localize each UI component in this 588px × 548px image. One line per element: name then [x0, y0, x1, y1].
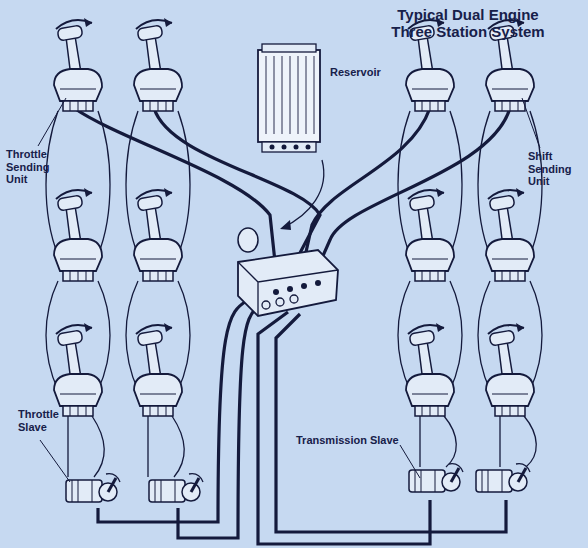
- control-levers: [54, 18, 534, 416]
- part-label: Reservoir: [330, 66, 381, 79]
- reservoir-tank: [258, 44, 324, 230]
- part-label: Throttle Sending Unit: [6, 148, 66, 186]
- leader-lines: [38, 98, 540, 482]
- thin-tubes: [46, 111, 542, 477]
- hydraulic-lines: [74, 108, 510, 544]
- diagram-title: Typical Dual Engine Three Station System: [378, 6, 558, 41]
- part-label: Throttle Slave: [18, 408, 78, 433]
- manifold: [238, 228, 338, 316]
- part-label: Transmission Slave: [296, 434, 399, 447]
- slave-cylinders: [66, 464, 530, 502]
- part-label: Shift Sending Unit: [528, 150, 586, 188]
